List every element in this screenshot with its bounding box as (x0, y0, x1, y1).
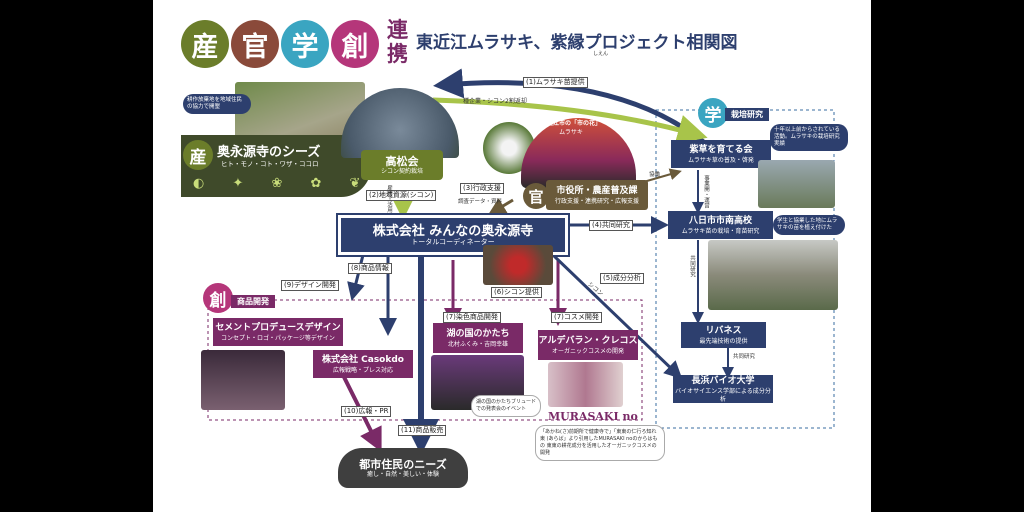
title-kan-circle: 官 (231, 20, 279, 68)
label-a10: (10)広報・PR (341, 406, 392, 417)
label-a7a: (7)染色商品開発 (443, 312, 501, 323)
takamatsu-sub: シコン契約栽培 (380, 167, 423, 175)
casokdo-sub: 広報戦略・プレス対応 (332, 366, 393, 374)
shikon-photo (483, 245, 553, 285)
aldebaran-note: 「あかね(さ)前期所で健康寺で」「東東の仁行ろ知れ東 (あらば」より引用したMU… (535, 425, 665, 461)
gaku-photo-2 (708, 240, 838, 310)
page-title: 東近江ムラサキ、紫縁プロジェクト相関図 (416, 33, 738, 53)
title-renkei-top: 連 (387, 18, 408, 42)
cement-sub: コンセプト・ロゴ・パッケージ等デザイン (221, 334, 335, 342)
mizuumi-caption: 湖の国のかたちブリュードでの発表会のイベント (471, 395, 541, 417)
label-side-kyoudou2: 共同研究 (733, 354, 756, 360)
label-a6: (6)シコン提供 (491, 287, 542, 298)
casokdo-title: 株式会社 Casokdo (322, 354, 404, 365)
san-icons: ◐ ✦ ❀ ✿ ❦ (193, 176, 373, 191)
shisou-box: 紫草を育てる会 ムラサキ草の普及・啓発 (671, 140, 771, 168)
label-a3b: 調査データ・資料 (458, 199, 503, 205)
kan-sub: 行政支援・連携研究・広報支援 (554, 197, 639, 205)
mizuumi-title: 湖の国のかたち (446, 328, 510, 339)
nagahama-sub: バイオサイエンス学部による成分分析 (675, 387, 771, 403)
sou-label: 商品開発 (231, 295, 275, 308)
title-ruby: しえん (593, 51, 609, 57)
label-a8: (8)商品情報 (348, 263, 392, 274)
nagahama-title: 長浜バイオ大学 (691, 375, 755, 386)
gaku-shisou-bubble: 十年以上前からされている活動。ムラサキの栽培研究実績 (770, 124, 848, 151)
gaku-photo-1 (758, 160, 835, 208)
san-title: 奥永源寺のシーズ (217, 145, 321, 160)
yokaichi-sub: ムラサキ苗の栽培・育苗研究 (681, 227, 760, 235)
aldebaran-sub: オーガニックコスメの開発 (551, 347, 624, 355)
murasaki-logo: MURASAKI no (548, 410, 638, 423)
label-a5: (5)成分分析 (600, 273, 644, 284)
label-a11: (11)商品販売 (398, 425, 447, 436)
label-side-kyoudou: 共同研究 (689, 255, 695, 277)
needs-box: 都市住民のニーズ 癒し・自然・美しい・体験 (338, 448, 468, 488)
label-a1b: 種企業・シコン2割返却 (463, 98, 527, 105)
kan-box: 市役所・農産普及課 行政支援・連携研究・広報支援 (546, 180, 648, 210)
label-side-kanri: 雇用・活用 (386, 185, 392, 213)
needs-title: 都市住民のニーズ (359, 457, 447, 471)
sou-photo (201, 350, 285, 410)
title-renkei-bottom: 携 (387, 42, 408, 66)
city-sub: ムラサキ (559, 129, 583, 136)
kan-badge: 官 (523, 183, 549, 209)
nagahama-box: 長浜バイオ大学 バイオサイエンス学部による成分分析 (673, 375, 773, 403)
central-sub: トータルコーディネーター (411, 237, 495, 246)
shisou-sub: ムラサキ草の普及・啓発 (688, 156, 754, 164)
san-bubble: 耕作放棄地を地域住民の協力で開墾 (183, 94, 251, 114)
san-sub: ヒト・モノ・コト・ワザ・ココロ (221, 160, 319, 168)
label-a2: (2)地域資源(シコン) (366, 190, 437, 201)
san-panel (181, 135, 371, 197)
yokaichi-title: 八日市市南高校 (688, 215, 752, 226)
kan-title: 市役所・農産普及課 (556, 185, 638, 196)
takamatsu-title: 高松会 (385, 154, 419, 168)
aldebaran-title: アルデバラン・クレコス (538, 335, 638, 346)
label-a9: (9)デザイン開発 (281, 280, 339, 291)
gaku-label: 栽培研究 (725, 108, 769, 121)
title-gaku-circle: 学 (281, 20, 329, 68)
city-label: 東近江市の「市の花」 (540, 120, 601, 127)
cosme-photo (548, 362, 623, 407)
central-title: 株式会社 みんなの奥永源寺 (372, 223, 534, 239)
needs-sub: 癒し・自然・美しい・体験 (366, 470, 439, 478)
sou-badge: 創 (203, 283, 233, 313)
aldebaran-box: アルデバラン・クレコス オーガニックコスメの開発 (538, 330, 638, 360)
mizuumi-sub: 北村ふくみ・吉岡幸雄 (447, 340, 509, 348)
label-a7b: (7)コスメ開発 (551, 312, 602, 323)
label-a4: (4)共同研究 (589, 220, 633, 231)
casokdo-box: 株式会社 Casokdo 広報戦略・プレス対応 (313, 350, 413, 378)
shisou-title: 紫草を育てる会 (689, 144, 753, 155)
label-a1: (1)ムラサキ苗提供 (523, 77, 588, 88)
takamatsu-box: 高松会 シコン契約栽培 (361, 150, 443, 180)
cement-box: セメントプロデュースデザイン コンセプト・ロゴ・パッケージ等デザイン (213, 318, 343, 346)
ribaness-sub: 最先端技術の提供 (699, 337, 748, 345)
title-renkei: 連 携 (387, 18, 408, 66)
yokaichi-box: 八日市市南高校 ムラサキ苗の栽培・育苗研究 (668, 211, 773, 239)
diagram-canvas: 産 官 学 創 連 携 東近江ムラサキ、紫縁プロジェクト相関図 しえん 耕作放棄… (153, 0, 871, 512)
label-side-kyouryoku: 協働 (649, 172, 661, 178)
label-a3: (3)行政支援 (460, 183, 504, 194)
gaku-yokaichi-bubble: 学生と協業した地にムラサキの苗を植え付けた (773, 215, 845, 235)
label-side-jigyou: 事業開・運営 (703, 175, 709, 208)
title-san-circle: 産 (181, 20, 229, 68)
san-badge: 産 (183, 140, 213, 170)
mizuumi-box: 湖の国のかたち 北村ふくみ・吉岡幸雄 (433, 323, 523, 353)
ribaness-box: リバネス 最先端技術の提供 (681, 322, 766, 348)
ribaness-title: リバネス (705, 325, 742, 336)
cement-title: セメントプロデュースデザイン (215, 322, 341, 333)
title-sou-circle: 創 (331, 20, 379, 68)
gaku-badge: 学 (698, 98, 728, 128)
